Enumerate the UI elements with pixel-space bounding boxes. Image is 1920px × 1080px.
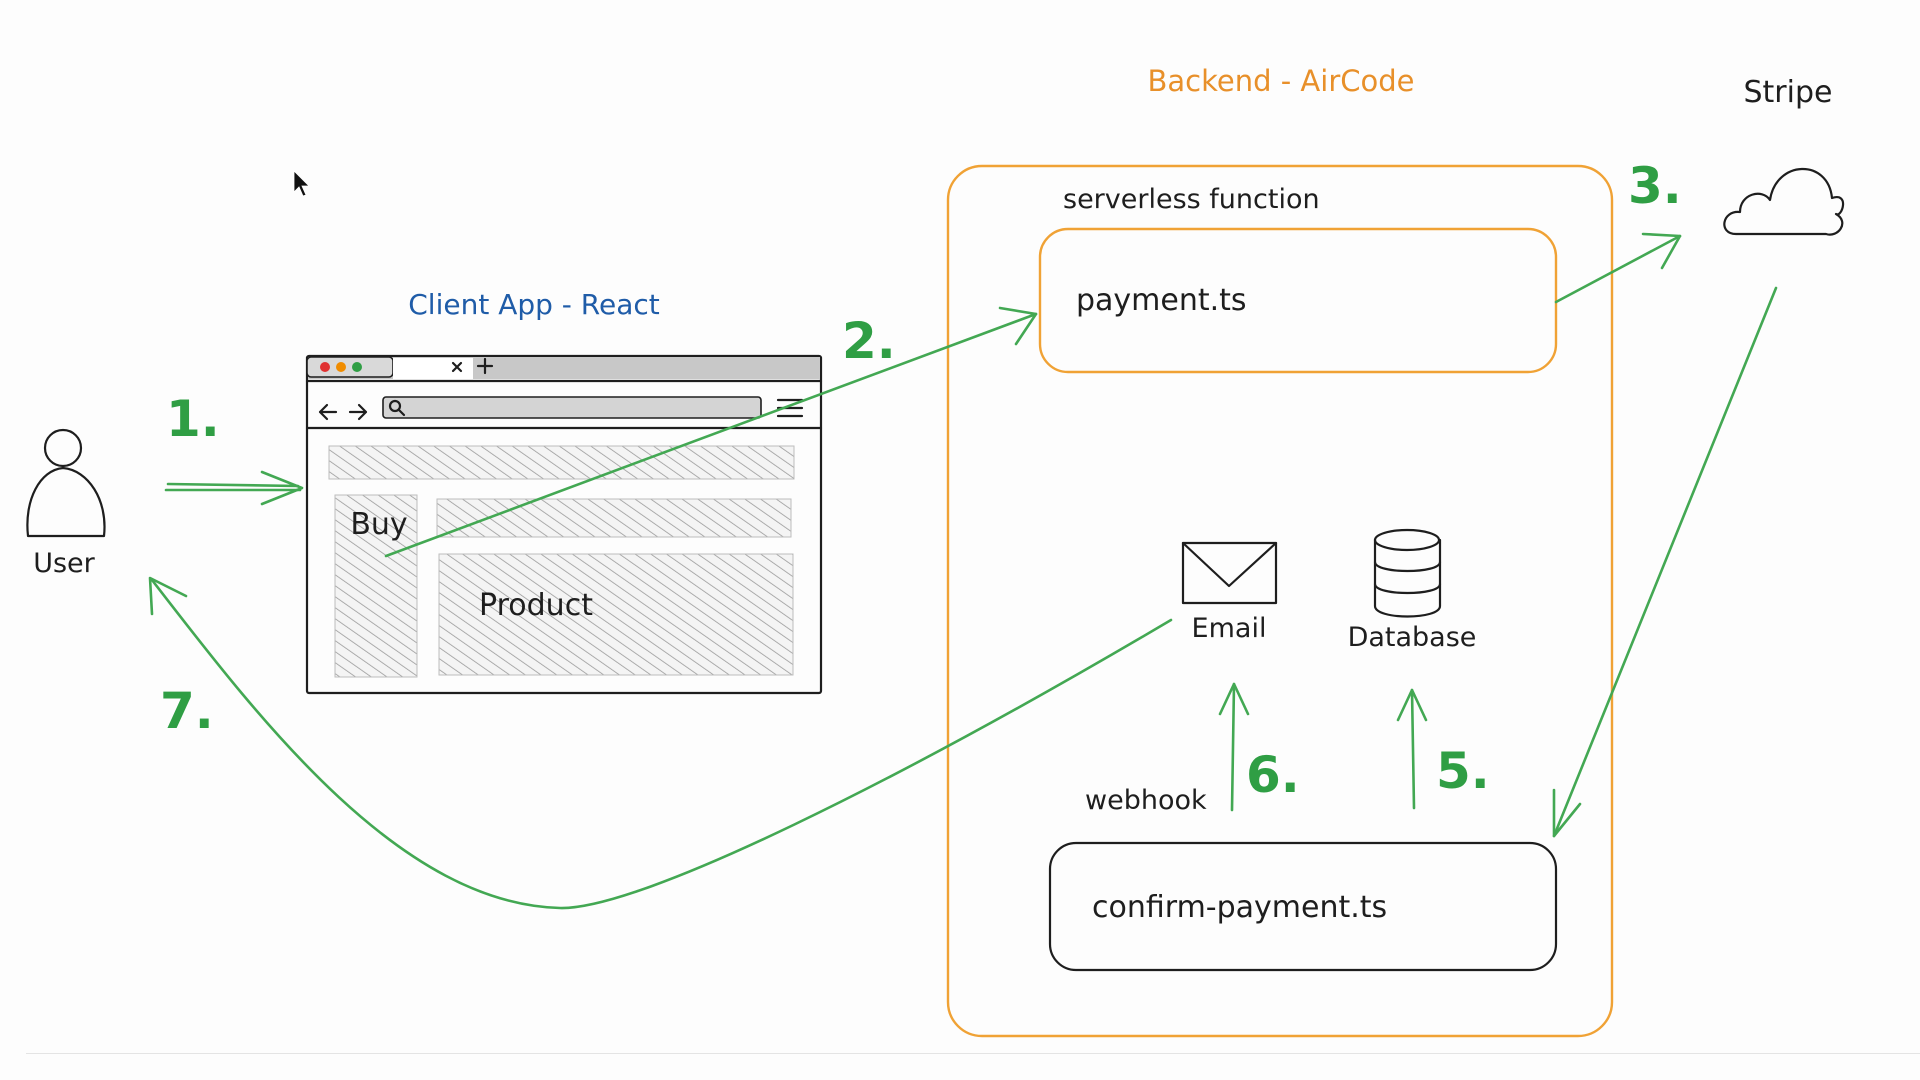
window-maximize-dot xyxy=(352,362,362,372)
serverless-function-label: serverless function xyxy=(1063,184,1320,215)
tab-close-icon xyxy=(451,361,463,373)
product-label: Product xyxy=(479,588,593,623)
buy-panel xyxy=(334,494,418,678)
search-icon xyxy=(388,399,402,413)
forward-arrow-icon xyxy=(348,403,368,421)
confirm-payment-file-label: confirm-payment.ts xyxy=(1092,890,1387,925)
window-close-dot xyxy=(320,362,330,372)
address-bar xyxy=(382,396,762,419)
client-app-browser xyxy=(305,354,823,695)
payment-file-label: payment.ts xyxy=(1076,283,1247,318)
new-tab-icon xyxy=(476,357,494,375)
window-minimize-dot xyxy=(336,362,346,372)
user-icon xyxy=(26,428,106,538)
database-label: Database xyxy=(1348,622,1477,653)
database-icon xyxy=(1373,528,1442,618)
mouse-cursor-icon xyxy=(293,170,310,197)
user-label: User xyxy=(33,548,95,579)
back-arrow-icon xyxy=(318,403,338,421)
confirm-payment-box xyxy=(1048,841,1558,972)
client-app-title: Client App - React xyxy=(408,288,660,321)
step-number-3: 3. xyxy=(1628,157,1682,215)
bottom-divider xyxy=(26,1053,1920,1054)
arrow-step-6 xyxy=(1218,682,1250,812)
stripe-label: Stripe xyxy=(1744,75,1833,110)
buy-button-label: Buy xyxy=(350,507,407,542)
step-number-1: 1. xyxy=(166,390,220,448)
arrow-step-1 xyxy=(164,470,304,506)
arrow-step-7 xyxy=(148,576,1173,910)
stripe-cloud-icon xyxy=(1723,167,1845,236)
step-number-5: 5. xyxy=(1436,742,1490,800)
email-icon xyxy=(1181,541,1278,605)
step-number-6: 6. xyxy=(1246,746,1300,804)
step-number-2: 2. xyxy=(842,312,896,370)
step-number-7: 7. xyxy=(160,682,214,740)
arrow-stripe-to-webhook xyxy=(1552,286,1778,838)
webhook-label: webhook xyxy=(1085,785,1207,816)
arrow-step-3 xyxy=(1554,232,1682,304)
arrow-step-2 xyxy=(384,306,1038,558)
product-panel xyxy=(438,553,794,676)
backend-title: Backend - AirCode xyxy=(1148,64,1415,98)
arrow-step-5 xyxy=(1396,688,1428,810)
payment-function-box xyxy=(1038,227,1558,374)
email-label: Email xyxy=(1192,613,1267,644)
backend-container xyxy=(946,164,1614,1038)
